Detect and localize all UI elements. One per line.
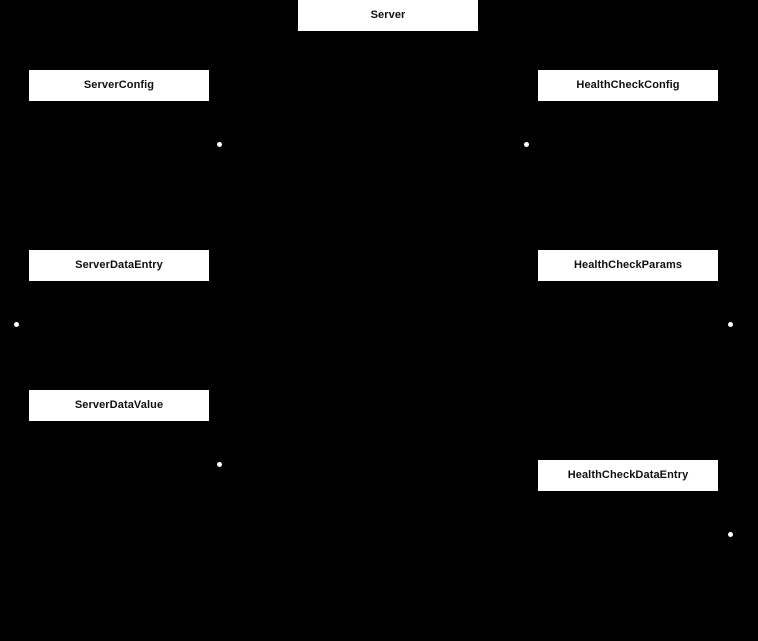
edge-marker-dot — [14, 322, 19, 327]
node-label: ServerConfig — [83, 79, 155, 91]
node-label: Server — [370, 9, 406, 21]
node-label: ServerDataValue — [74, 399, 164, 411]
edge-marker-dot — [217, 142, 222, 147]
node-label: HealthCheckParams — [573, 259, 683, 271]
node-label: HealthCheckDataEntry — [567, 469, 689, 481]
diagram-node-server[interactable]: Server — [298, 0, 478, 31]
edge-marker-dot — [217, 462, 222, 467]
diagram-node-health-check-data-entry[interactable]: HealthCheckDataEntry — [538, 460, 718, 491]
diagram-node-server-data-entry[interactable]: ServerDataEntry — [29, 250, 209, 281]
diagram-node-health-check-config[interactable]: HealthCheckConfig — [538, 70, 718, 101]
diagram-node-server-data-value[interactable]: ServerDataValue — [29, 390, 209, 421]
diagram-node-server-config[interactable]: ServerConfig — [29, 70, 209, 101]
edge-marker-dot — [524, 142, 529, 147]
node-label: ServerDataEntry — [75, 259, 163, 271]
edge-marker-dot — [728, 532, 733, 537]
diagram-node-health-check-params[interactable]: HealthCheckParams — [538, 250, 718, 281]
node-label: HealthCheckConfig — [576, 79, 680, 91]
edge-marker-dot — [728, 322, 733, 327]
